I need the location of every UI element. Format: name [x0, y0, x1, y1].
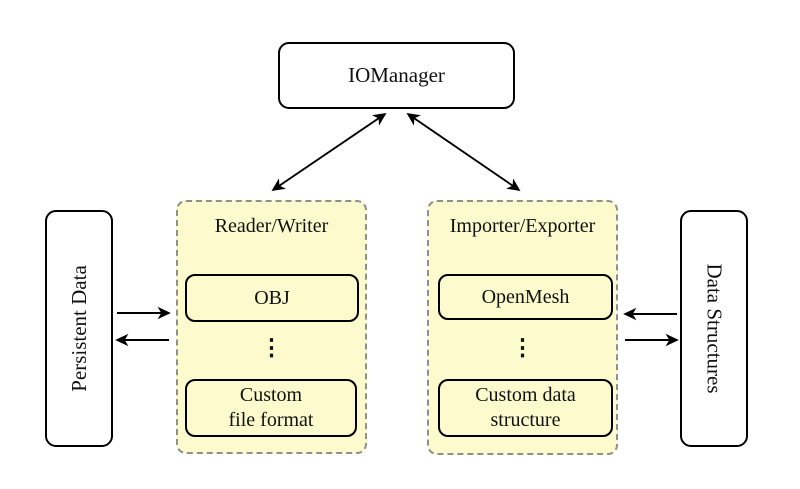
node-openmesh: OpenMesh: [438, 274, 613, 320]
node-obj-label: OBJ: [254, 286, 290, 309]
group-importer-exporter: Importer/Exporter OpenMesh ⋮ Custom data…: [427, 200, 618, 455]
group-importer-exporter-title: Importer/Exporter: [449, 215, 596, 237]
arrow-iomanager-importer-exporter: [406, 112, 521, 192]
ellipsis-vertical-icon: ⋮: [511, 335, 534, 360]
node-iomanager-label: IOManager: [348, 63, 445, 87]
node-data-structures: Data Structures: [680, 210, 748, 447]
node-persistent-data: Persistent Data: [45, 210, 113, 447]
node-obj: OBJ: [185, 274, 359, 322]
arrow-iomanager-reader-writer: [271, 112, 387, 192]
node-custom-data-structure: Custom data structure: [438, 379, 613, 437]
node-openmesh-label: OpenMesh: [481, 285, 570, 308]
node-persistent-data-label: Persistent Data: [66, 265, 91, 392]
node-custom-data-structure-label: Custom data structure: [475, 384, 576, 431]
node-custom-file-format: Custom file format: [185, 379, 357, 437]
node-iomanager: IOManager: [278, 42, 515, 109]
group-reader-writer: Reader/Writer OBJ ⋮ Custom file format: [176, 200, 367, 454]
group-reader-writer-title: Reader/Writer: [214, 215, 329, 237]
node-custom-file-format-label: Custom file format: [228, 384, 314, 431]
node-data-structures-label: Data Structures: [702, 263, 727, 394]
ellipsis-vertical-icon: ⋮: [260, 335, 283, 360]
